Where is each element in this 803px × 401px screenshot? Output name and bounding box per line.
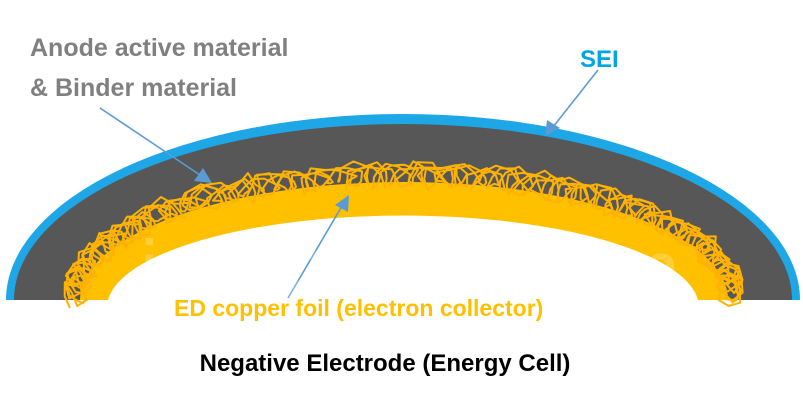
binder-fiber-strand	[65, 160, 744, 307]
inner-core	[108, 215, 698, 300]
base-cut	[0, 300, 803, 308]
anode-label-line1: Anode active material	[30, 34, 289, 62]
anode-arrow-head	[194, 168, 212, 183]
anode-arrow-line	[99, 107, 201, 176]
copper-arrow-line	[287, 205, 343, 299]
diagram-caption: Negative Electrode (Energy Cell)	[199, 350, 571, 377]
copper-arrow-head	[335, 195, 349, 212]
sei-label: SEI	[580, 46, 619, 73]
sei-arrow-line	[552, 69, 599, 128]
copper-foil-label: ED copper foil (electron collector)	[174, 295, 544, 321]
binder-fibers	[63, 160, 744, 309]
watermark-text: innoVolta.com	[140, 223, 681, 317]
leader-arrows	[99, 69, 599, 299]
sei-arrow-head	[545, 120, 560, 136]
anode-label-line2: & Binder material	[30, 74, 238, 102]
